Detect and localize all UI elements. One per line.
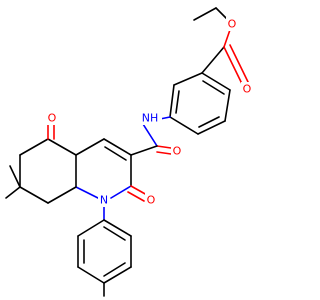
- core-bond-c4a-c5: [47, 138, 77, 156]
- core-bond-c8-c8a: [47, 186, 77, 204]
- atom-labels: O O NH O O O N: [46, 17, 253, 207]
- core-bond-c7-c8: [19, 186, 49, 204]
- lactam-double-bond-b: [127, 191, 145, 202]
- n-carbonyl-bond: [142, 123, 158, 147]
- label-bg-amide-n: [138, 111, 162, 125]
- ethyl-ester-group: [193, 7, 251, 89]
- label-bg-ester-o: [226, 17, 238, 31]
- quinolinone-core: [19, 121, 148, 204]
- molecule-structure-diagram: O O NH O O O N: [5, 7, 253, 297]
- tolyl-substituent: [77, 205, 132, 297]
- benzoate-bond-4: [197, 120, 226, 135]
- atom-label-amide-nh: NH: [142, 112, 159, 125]
- core-bond-c3-c4: [103, 138, 132, 156]
- ester-carbonyl-ring-bond: [201, 46, 225, 74]
- tolyl-bond-4: [103, 266, 132, 284]
- core-bond-c4-c4a: [75, 138, 105, 156]
- gem-dimethyl-group: [5, 165, 21, 199]
- tolyl-bond-1: [77, 219, 105, 237]
- atom-label-ring-nitrogen: N: [100, 194, 108, 207]
- methyl-bond-upper: [9, 165, 21, 188]
- amide-carbonyl-double-bond-b: [156, 151, 172, 155]
- atom-label-ester-oxygen: O: [228, 18, 237, 31]
- benzoate-inner-bond-b: [198, 116, 220, 128]
- atom-label-amide-oxygen: O: [173, 145, 182, 158]
- tolyl-bond-6: [103, 219, 132, 237]
- amide-carbon-ring-bond: [130, 145, 158, 156]
- atom-label-ketone-oxygen: O: [48, 112, 57, 125]
- amide-linker: [130, 116, 172, 156]
- atom-label-ester-carbonyl-oxygen: O: [243, 83, 252, 96]
- benzoate-bond-2: [169, 84, 175, 118]
- core-bond-c8a-n1: [75, 186, 99, 199]
- ethyl-bond: [193, 7, 217, 21]
- lactam-double-bond-a: [130, 185, 148, 196]
- label-bg-ketone-o: [46, 111, 58, 125]
- benzoate-bond-6: [201, 72, 231, 91]
- label-bg-ester-carbonyl-o: [241, 82, 253, 96]
- core-bond-c5-c6: [19, 138, 49, 156]
- benzoate-bond-5: [224, 89, 231, 122]
- benzoate-inner-bond-a: [175, 90, 180, 114]
- benzoate-bond-1: [173, 72, 203, 86]
- benzoate-ring: [169, 72, 231, 135]
- label-bg-ring-n: [98, 193, 110, 207]
- tolyl-inner-bond-b: [103, 262, 126, 277]
- methyl-bond-lower: [5, 186, 21, 199]
- core-bond-n1-c2: [110, 185, 132, 199]
- benzoate-bond-3: [169, 116, 199, 135]
- tolyl-inner-bond-c: [103, 226, 126, 241]
- label-bg-amide-o: [171, 144, 183, 158]
- benzoate-inner-bond-c: [202, 80, 225, 95]
- tolyl-bond-3: [77, 266, 105, 284]
- label-bg-lactam-o: [145, 193, 157, 207]
- atom-label-lactam-oxygen: O: [147, 194, 156, 207]
- ester-carbonyl-double-bond-b: [229, 44, 251, 87]
- amide-carbonyl-double-bond-a: [156, 145, 172, 149]
- core-double-bond-c3-c4: [104, 146, 127, 161]
- ester-carbonyl-double-bond-a: [223, 46, 245, 89]
